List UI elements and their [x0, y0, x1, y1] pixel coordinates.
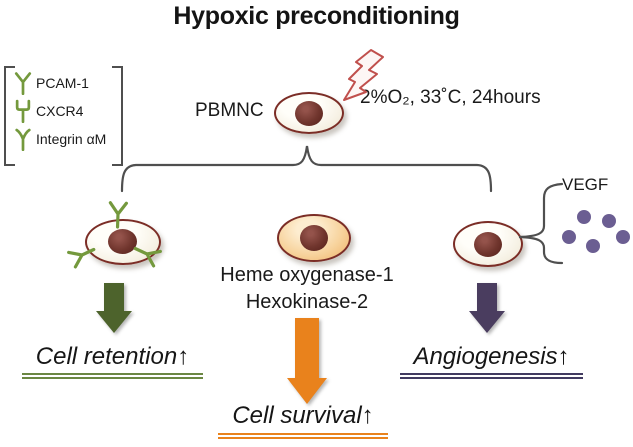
survival-arrow: [287, 318, 327, 404]
vegf-dot: [562, 230, 576, 244]
mediator-heme-oxygenase: Heme oxygenase-1: [220, 264, 394, 286]
pbmnc-cell-nucleus: [295, 101, 323, 126]
mediators-text: Heme oxygenase-1 Hexokinase-2: [206, 262, 408, 316]
vegf-dots-icon: [562, 210, 630, 253]
vegf-dot: [586, 239, 600, 253]
angiogenesis-arrow: [469, 283, 505, 333]
cell-retention-underline: [22, 373, 203, 379]
legend-item-cxcr4: CXCR4: [14, 99, 106, 123]
mediator-hexokinase: Hexokinase-2: [245, 291, 369, 313]
vegf-dot: [577, 210, 591, 224]
legend-right-bracket: [112, 66, 123, 166]
legend-item-pcam1: PCAM-1: [14, 71, 106, 95]
angiogenesis-cell: [453, 221, 523, 267]
vegf-dot: [602, 214, 616, 228]
vegf-label: VEGF: [562, 175, 609, 194]
antibody-y-icon: [14, 72, 32, 95]
retention-arrow: [96, 283, 132, 333]
surface-marker-legend: PCAM-1 CXCR4 Integrin αM: [14, 71, 106, 151]
branch-brace: [120, 145, 493, 193]
legend-item-label: PCAM-1: [36, 75, 89, 91]
receptor-u-icon: [15, 99, 31, 123]
legend-item-label: CXCR4: [36, 103, 84, 119]
retention-cell-nucleus: [108, 229, 137, 254]
antibody-y-curved-icon: [15, 128, 31, 151]
legend-item-integrin: Integrin αM: [14, 127, 106, 151]
angiogenesis-cell-nucleus: [474, 232, 502, 257]
legend-left-bracket: [4, 66, 15, 166]
cell-survival-underline: [218, 433, 388, 439]
survival-cell: [277, 214, 351, 262]
vegf-brace: [518, 182, 564, 265]
pbmnc-label: PBMNC: [195, 100, 264, 121]
retention-cell: [85, 219, 161, 265]
figure-title: Hypoxic preconditioning: [173, 2, 460, 30]
survival-cell-nucleus: [300, 225, 328, 251]
cell-retention-label: Cell retention↑: [35, 343, 190, 370]
angiogenesis-underline: [400, 373, 583, 379]
hypoxia-condition-text: 2%O₂, 33˚C, 24hours: [360, 87, 541, 108]
cell-survival-label: Cell survival↑: [232, 402, 374, 429]
pbmnc-cell: [274, 92, 344, 134]
angiogenesis-label: Angiogenesis↑: [413, 343, 570, 370]
legend-item-label: Integrin αM: [36, 131, 107, 147]
vegf-dot: [616, 230, 630, 244]
